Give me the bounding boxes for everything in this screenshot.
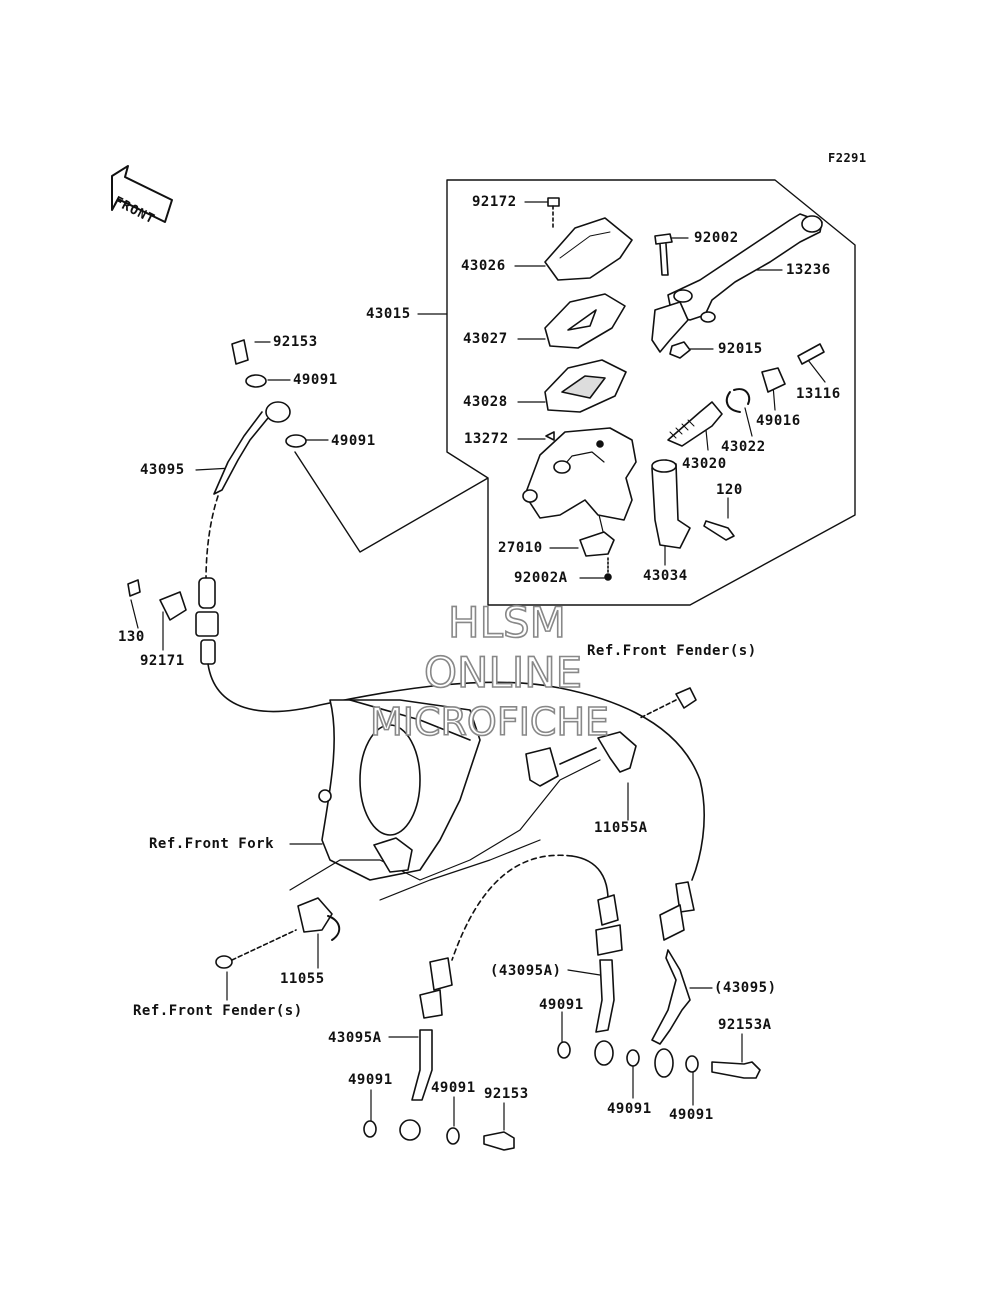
label-11055: 11055	[280, 971, 325, 987]
part-43026-cap	[544, 217, 633, 281]
label-13116: 13116	[796, 386, 841, 402]
label-92002: 92002	[694, 230, 739, 246]
label-92172: 92172	[472, 194, 517, 210]
label-ref-front-fender-2: Ref.Front Fender(s)	[133, 1003, 303, 1019]
part-43022-circlip	[725, 388, 751, 413]
watermark-line-1: HLSM	[447, 597, 566, 648]
part-13272-screw	[545, 431, 555, 441]
label-49091-f: 49091	[348, 1072, 393, 1088]
washers-and-bolts	[363, 1041, 761, 1151]
label-92153-top: 92153	[273, 334, 318, 350]
part-92171-bracket	[127, 579, 187, 621]
part-92002-bolt	[654, 233, 673, 276]
master-cylinder-group-outline	[294, 179, 856, 606]
part-43095A-lower-hose	[399, 854, 623, 1141]
label-92171: 92171	[140, 653, 185, 669]
label-92015: 92015	[718, 341, 763, 357]
part-13236-lever	[667, 213, 823, 321]
label-11055A: 11055A	[594, 820, 648, 836]
label-ref-front-fork: Ref.Front Fork	[149, 836, 275, 852]
label-120: 120	[716, 482, 743, 498]
label-43095A: 43095A	[328, 1030, 382, 1046]
front-fork	[289, 699, 601, 901]
label-43095A-paren: (43095A)	[490, 963, 562, 979]
label-92153A: 92153A	[718, 1017, 772, 1033]
label-43095-paren: (43095)	[714, 980, 777, 996]
label-13236: 13236	[786, 262, 831, 278]
label-43034: 43034	[643, 568, 688, 584]
label-49091-b: 49091	[331, 433, 376, 449]
label-49091-a: 49091	[293, 372, 338, 388]
label-130: 130	[118, 629, 145, 645]
ref-front-fender-bolt-top	[639, 687, 697, 719]
part-92172-screw	[547, 197, 560, 229]
part-master-cylinder-body	[522, 427, 637, 521]
label-13272: 13272	[464, 431, 509, 447]
part-11055-clip	[297, 897, 341, 941]
label-43020: 43020	[682, 456, 727, 472]
label-43026: 43026	[461, 258, 506, 274]
front-arrow-icon	[111, 165, 173, 223]
watermark-line-3: MICROFICHE	[369, 699, 610, 745]
ref-front-fender-bolt-bottom	[215, 929, 297, 969]
part-120-bolt	[703, 520, 735, 541]
label-43027: 43027	[463, 331, 508, 347]
figure-id: F2291	[828, 151, 867, 165]
label-49091-c: 49091	[539, 997, 584, 1013]
part-43095-upper-hose	[195, 339, 705, 1078]
label-49091-g: 49091	[431, 1080, 476, 1096]
label-49091-e: 49091	[669, 1107, 714, 1123]
label-27010: 27010	[498, 540, 543, 556]
part-92015-nut	[669, 341, 691, 359]
part-11055A-clip	[525, 731, 637, 787]
part-13116-pin	[797, 343, 825, 365]
part-43034-clamp	[651, 459, 691, 549]
label-43095-top: 43095	[140, 462, 185, 478]
part-27010-switch	[579, 531, 615, 581]
label-49091-d: 49091	[607, 1101, 652, 1117]
watermark-line-2: ONLINE	[423, 647, 583, 698]
label-92153-bot: 92153	[484, 1086, 529, 1102]
part-43020-piston-kit	[667, 401, 723, 447]
label-ref-front-fender-1: Ref.Front Fender(s)	[587, 643, 757, 659]
part-49016-boot	[761, 367, 786, 393]
label-43028: 43028	[463, 394, 508, 410]
label-43022: 43022	[721, 439, 766, 455]
label-49016: 49016	[756, 413, 801, 429]
label-43015: 43015	[366, 306, 411, 322]
label-92002A: 92002A	[514, 570, 568, 586]
